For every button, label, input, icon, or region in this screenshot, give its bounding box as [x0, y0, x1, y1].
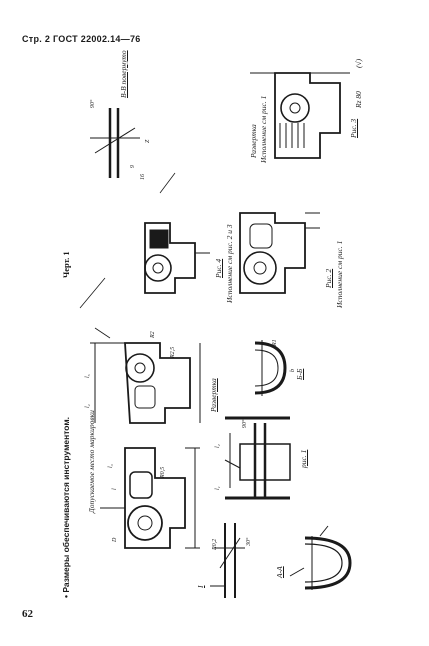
- marking-note: Допускаемое место маркировки: [87, 410, 96, 513]
- dim-l3: l₃: [108, 464, 114, 468]
- section-v-v-drawing: [90, 108, 140, 178]
- fig2-label: Рис. 2: [324, 268, 333, 288]
- dim-z: Z: [145, 139, 151, 143]
- fig3-note: Исполнение см рис. 1: [259, 95, 268, 163]
- development-view: [90, 342, 201, 424]
- fig1-label: рис. 1: [299, 449, 308, 468]
- dim-d: D: [112, 537, 118, 542]
- dim-r1: R1: [272, 339, 278, 346]
- dim-l: l: [112, 488, 118, 490]
- fig1-side-view: [224, 416, 291, 500]
- section-a-a-label: А-А: [275, 566, 284, 578]
- technical-drawing: [79, 72, 352, 598]
- leader-lines: [79, 172, 176, 339]
- footnote: • Размеры обеспечиваются инструментом.: [61, 416, 71, 598]
- fig4-label: Рис. 4: [214, 258, 223, 278]
- roughness-value: Rz 80: [354, 91, 363, 108]
- dim-a-marker: l₁: [215, 486, 221, 490]
- dim-l5: l₅: [85, 374, 91, 378]
- dim-sixteen: 16: [140, 174, 146, 180]
- fig3-label: Рис. 3: [349, 118, 358, 138]
- detail-i-label: I: [196, 585, 205, 589]
- fig2-note: Исполнение см рис. 1: [335, 240, 344, 308]
- dim-b-marker: l₂: [215, 444, 221, 448]
- page-number: 62: [22, 608, 33, 620]
- section-b-b-label: Б-Б: [295, 368, 304, 380]
- dim-30-deg: 30°: [246, 537, 252, 546]
- section-a-a-drawing: [289, 525, 352, 590]
- dim-r25: R2,5: [170, 346, 176, 358]
- dim-r02: R0,2: [212, 538, 218, 550]
- fig3-drawing: [250, 72, 350, 159]
- main-part-view: [100, 447, 200, 549]
- roughness-symbol: (√): [354, 58, 363, 68]
- dim-90-deg-v: 90°: [90, 99, 96, 108]
- fig4-drawing: [144, 222, 210, 294]
- fig2-drawing: [239, 212, 320, 294]
- dim-r05: R0,5: [160, 466, 166, 478]
- detail-i-drawing: [210, 523, 245, 598]
- section-v-v-label: В-В повернуто: [119, 50, 128, 98]
- dim-l4: l₄: [85, 404, 91, 408]
- drawing-sheet: А-А I 30° R0,2 рис. 1 l₁ l₂ 90° Б-Б b R1…: [50, 38, 370, 608]
- figure-caption: Черт. 1: [61, 251, 71, 278]
- fig4-note: Исполнение см рис. 2 и 3: [225, 224, 234, 303]
- section-b-b-drawing: [254, 340, 287, 396]
- dim-r2: R2: [150, 331, 156, 338]
- dim-b: b: [290, 369, 296, 372]
- dim-nine: 9: [130, 165, 136, 168]
- page-header: Стр. 2 ГОСТ 22002.14—76: [22, 34, 141, 44]
- dim-90-deg: 90°: [242, 419, 248, 428]
- fig3-sub: Развертка: [249, 124, 258, 158]
- development-label: Развертка: [209, 378, 218, 412]
